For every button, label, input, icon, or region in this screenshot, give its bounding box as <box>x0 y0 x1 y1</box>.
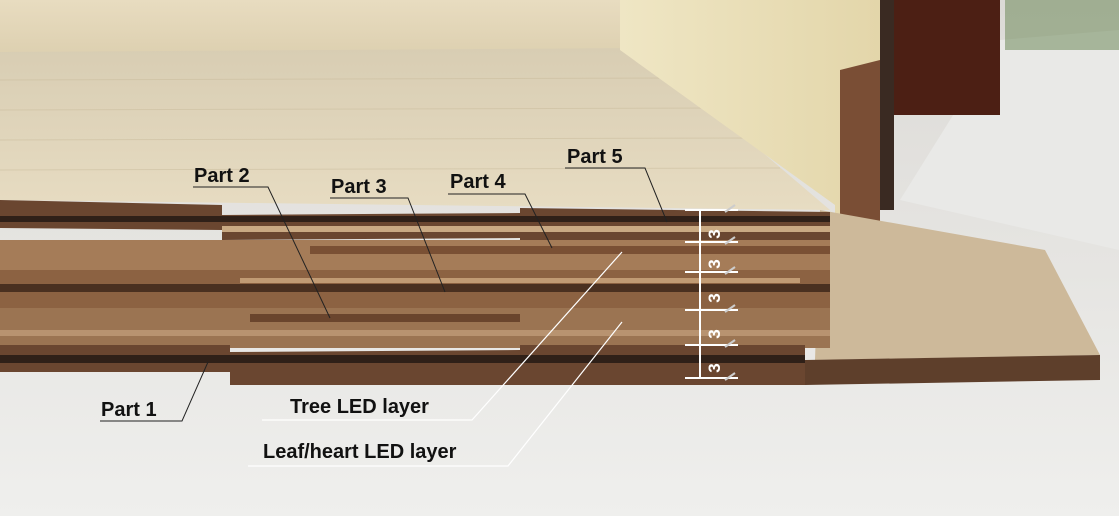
side-wall <box>620 0 880 330</box>
back-wall <box>0 0 640 55</box>
dimension-marks <box>685 204 738 381</box>
dim-label-3: 3 <box>705 293 724 302</box>
right-backdrop <box>900 30 1119 250</box>
green-foliage <box>1005 0 1119 50</box>
base-board <box>815 210 1100 360</box>
wood-grain <box>0 77 781 171</box>
layer-5-stripe <box>0 216 830 222</box>
part-5-label: Part 5 <box>567 146 623 168</box>
leaf-heart-led-layer-label: Leaf/heart LED layer <box>263 441 457 463</box>
part-4-label: Part 4 <box>450 171 506 193</box>
layer-2-stripe <box>250 314 520 322</box>
layer-3-light <box>240 278 800 283</box>
dark-panel <box>890 0 1000 115</box>
part-2-label: Part 2 <box>194 165 250 187</box>
layer-5-light <box>222 226 830 232</box>
leader-lines <box>100 167 668 422</box>
part-3-label: Part 3 <box>331 176 387 198</box>
led-leader-lines <box>248 251 623 467</box>
dim-label-5: 3 <box>705 363 724 372</box>
dim-label-4: 3 <box>705 329 724 338</box>
layer-3-stripe <box>0 284 830 292</box>
base-board-edge <box>805 355 1100 385</box>
layer-4-stripe <box>310 246 830 254</box>
part-1-label: Part 1 <box>101 399 157 421</box>
layer-4-edge <box>0 240 830 270</box>
layer-2-light <box>0 330 830 336</box>
dark-panel-edge <box>880 0 894 210</box>
tree-led-layer-label: Tree LED layer <box>290 396 429 418</box>
dim-label-1: 3 <box>705 229 724 238</box>
dim-label-2: 3 <box>705 259 724 268</box>
layer-5-edge <box>0 200 830 245</box>
layer-1-stripe <box>0 355 805 363</box>
